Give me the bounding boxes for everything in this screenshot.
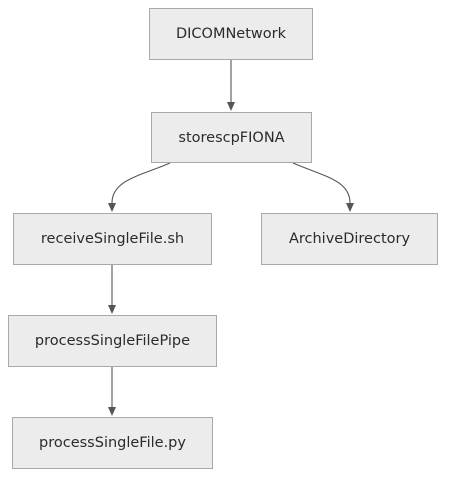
arrowhead-receive bbox=[108, 203, 116, 212]
edge-storescp-to-receive bbox=[111, 162, 171, 204]
arrowhead-storescp bbox=[227, 102, 235, 111]
node-process-single-file-pipe: processSingleFilePipe bbox=[8, 315, 217, 367]
node-label: ArchiveDirectory bbox=[288, 231, 411, 247]
node-label: storescpFIONA bbox=[178, 129, 285, 146]
arrowhead-py bbox=[108, 407, 116, 416]
arrowhead-archive bbox=[346, 203, 354, 212]
arrowhead-pipe bbox=[108, 305, 116, 314]
node-label: processSingleFile.py bbox=[39, 435, 186, 451]
node-label: receiveSingleFile.sh bbox=[40, 231, 185, 247]
node-archive-directory: ArchiveDirectory bbox=[261, 213, 438, 265]
node-process-single-file-py: processSingleFile.py bbox=[12, 417, 213, 469]
node-label: processSingleFilePipe bbox=[34, 333, 191, 349]
edge-storescp-to-archive bbox=[292, 162, 351, 204]
node-dicom-network: DICOMNetwork bbox=[149, 8, 313, 60]
node-storescp-fiona: storescpFIONA bbox=[151, 112, 312, 163]
node-receive-single-file: receiveSingleFile.sh bbox=[13, 213, 212, 265]
node-label: DICOMNetwork bbox=[175, 26, 287, 42]
